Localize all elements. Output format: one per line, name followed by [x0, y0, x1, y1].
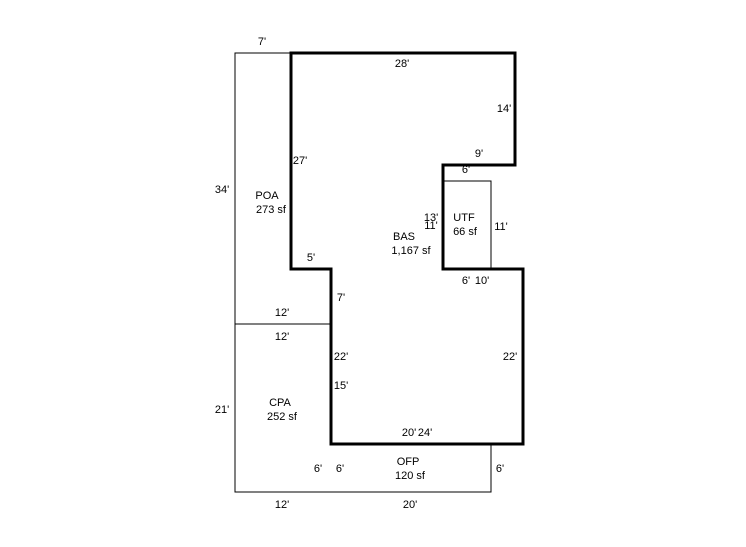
bas-area-code: BAS [393, 231, 415, 243]
ofp-outline [331, 444, 492, 493]
utf-area-code: UTF [453, 212, 475, 224]
dim-poa-bottom: 12' [275, 307, 289, 319]
dim-bas-left-step: 7' [337, 292, 345, 304]
dim-bas-left-lower: 15' [334, 380, 348, 392]
poa-outline [234, 52, 331, 325]
dim-cpa-bottom: 12' [275, 499, 289, 511]
ofp-area-code: OFP [397, 456, 420, 468]
ofp-area-size: 120 sf [395, 470, 426, 482]
dim-bas-left-upper: 27' [293, 155, 307, 167]
poa-area-size: 273 sf [256, 204, 287, 216]
dim-bas-right-upper: 14' [497, 103, 511, 115]
dim-cpa-left: 21' [215, 404, 229, 416]
dim-poa-left: 34' [215, 184, 229, 196]
dim-bas-bottom-a: 20' [402, 427, 416, 439]
dim-bas-step: 9' [475, 148, 483, 160]
dim-bas-right-lower: 22' [503, 351, 517, 363]
dim-utf-left-b: 11' [424, 220, 438, 232]
dim-ofp-left: 6' [336, 463, 344, 475]
utf-outline [443, 180, 492, 269]
dim-ofp-right: 6' [496, 463, 504, 475]
utf-area-size: 66 sf [453, 226, 478, 238]
dim-bas-bottom-b: 24' [418, 427, 432, 439]
bas-outline [289, 51, 525, 446]
dim-ofp-bottom: 20' [403, 499, 417, 511]
dim-utf-bottom: 6' [462, 275, 470, 287]
dim-bas-top: 28' [395, 58, 409, 70]
cpa-outline [234, 324, 331, 493]
dim-poa-top: 7' [258, 36, 266, 48]
dim-bas-notch-bottom: 10' [475, 275, 489, 287]
dim-utf-top: 6' [462, 164, 470, 176]
dim-cpa-top: 12' [275, 331, 289, 343]
bas-area-size: 1,167 sf [391, 245, 431, 257]
dim-cpa-right: 6' [314, 463, 322, 475]
cpa-area-size: 252 sf [267, 411, 298, 423]
dim-utf-right: 11' [494, 221, 508, 233]
dim-bas-left-ledge: 5' [307, 252, 315, 264]
dim-bas-left-mid: 22' [334, 351, 348, 363]
cpa-area-code: CPA [269, 397, 291, 409]
dim-utf-left-a: 13' [424, 212, 438, 224]
poa-area-code: POA [255, 190, 279, 202]
